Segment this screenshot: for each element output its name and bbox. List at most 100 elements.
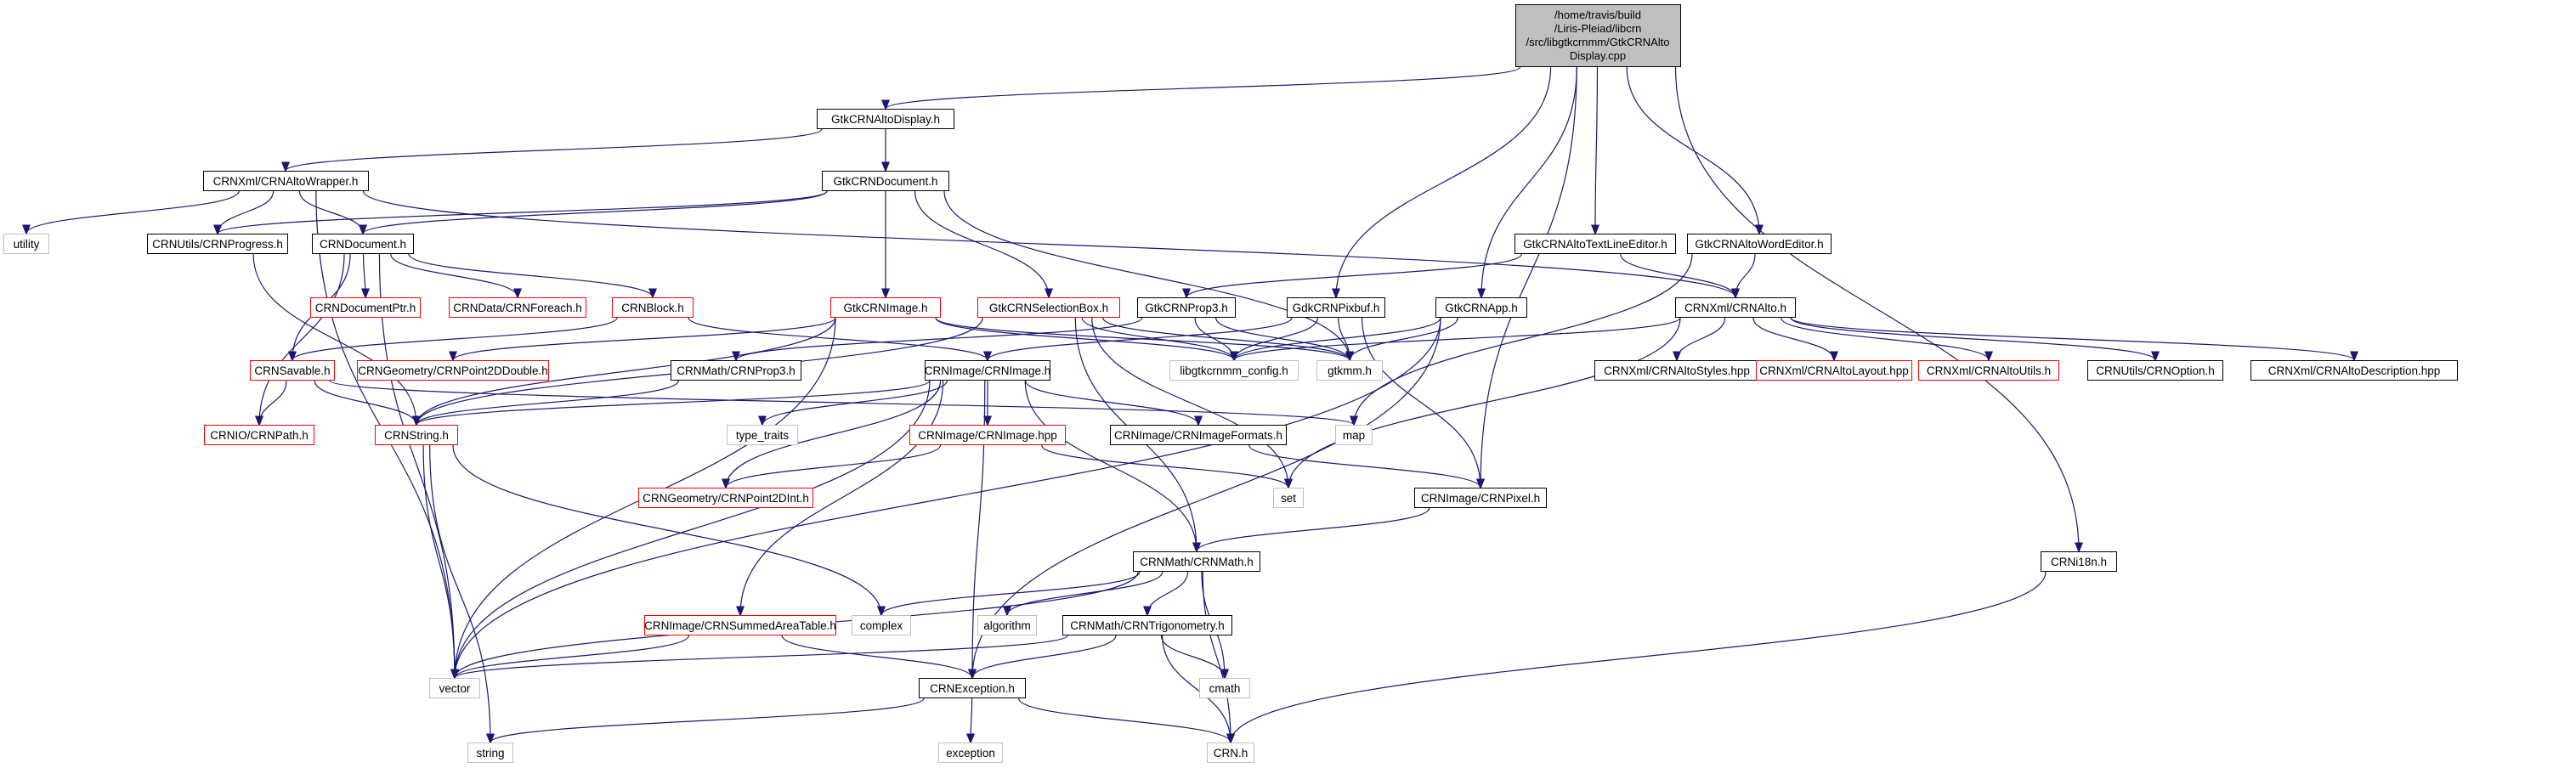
edge-crnexception-h-to-string — [490, 697, 925, 743]
edge-crnsavable-h-to-crnpath-h — [259, 380, 287, 425]
node-cmath: cmath — [1199, 678, 1250, 698]
edge-crnmathprop3-h-to-crnstring-h — [416, 380, 679, 425]
node-crnimageformats-h[interactable]: CRNImage/CRNImageFormats.h — [1110, 425, 1287, 445]
node-crnstring-h[interactable]: CRNString.h — [375, 425, 458, 445]
edge-crnprogress-h-to-crnstring-h — [252, 253, 416, 425]
edge-gtkcrnaltowordeditor-h-to-map — [1354, 253, 1693, 425]
edge-gtkcrnimage-h-to-crnstring-h — [416, 317, 836, 425]
node-complex: complex — [852, 615, 911, 635]
node-crni18n-h[interactable]: CRNi18n.h — [2041, 551, 2117, 572]
edge-crnalto-h-to-libgtkcrnmm-config-h — [1234, 317, 1681, 360]
node-gdkcrnpixbuf-h[interactable]: GdkCRNPixbuf.h — [1287, 297, 1385, 318]
node-crnaltodescription-hpp[interactable]: CRNXml/CRNAltoDescription.hpp — [2250, 360, 2458, 381]
node-crntrigonometry-h[interactable]: CRNMath/CRNTrigonometry.h — [1062, 615, 1232, 635]
node-root[interactable]: /home/travis/build /Liris-Pleiad/libcrn … — [1514, 4, 1681, 67]
edge-crntrigonometry-h-to-crnexception-h — [972, 635, 1117, 678]
edge-root-to-gtkcrnaltotextlineeditor-h — [1595, 66, 1597, 234]
node-crnpixel-h[interactable]: CRNImage/CRNPixel.h — [1414, 488, 1547, 508]
node-crnalto-h[interactable]: CRNXml/CRNAlto.h — [1675, 297, 1796, 318]
node-gtkcrnapp-h[interactable]: GtkCRNApp.h — [1435, 297, 1527, 318]
node-utility: utility — [3, 234, 49, 254]
edge-crndocument-h-to-crndocumentptr-h — [364, 253, 365, 297]
edge-gtkcrndocument-h-to-crnprogress-h — [218, 190, 828, 234]
edge-crnimageformats-h-to-crnpixel-h — [1248, 444, 1480, 488]
edge-crnsummedareatable-h-to-vector — [455, 635, 690, 678]
edge-crnimage-h-to-crnpoint2dint-h — [726, 380, 942, 488]
node-crnaltoutils-h[interactable]: CRNXml/CRNAltoUtils.h — [1918, 360, 2059, 381]
edge-gtkcrnapp-h-to-gtkmm-h — [1350, 317, 1458, 360]
node-type-traits: type_traits — [727, 425, 798, 445]
edge-crnblock-h-to-crnimage-h — [688, 317, 988, 360]
node-crnprogress-h[interactable]: CRNUtils/CRNProgress.h — [147, 234, 288, 254]
edge-gtkcrnprop3-h-to-crnmathprop3-h — [736, 317, 1143, 360]
edge-root-to-gtkcrnaltowordeditor-h — [1626, 66, 1759, 234]
node-crnmathprop3-h[interactable]: CRNMath/CRNProp3.h — [671, 360, 801, 381]
node-algorithm: algorithm — [977, 615, 1037, 635]
edge-gtkcrnimage-h-to-libgtkcrnmm-config-h — [935, 317, 1234, 360]
node-crndocument-h[interactable]: CRNDocument.h — [312, 234, 414, 254]
node-gtkcrnimage-h[interactable]: GtkCRNImage.h — [830, 297, 941, 318]
node-crnexception-h[interactable]: CRNException.h — [919, 678, 1026, 698]
edge-gtkcrnselectionbox-h-to-libgtkcrnmm-config-h — [1081, 317, 1234, 360]
node-gtkcrnaltowordeditor-h[interactable]: GtkCRNAltoWordEditor.h — [1687, 234, 1832, 254]
edge-crnstring-h-to-complex — [452, 444, 881, 615]
edge-gtkcrndocument-h-to-crndocument-h — [363, 190, 828, 234]
node-crnimage-hpp[interactable]: CRNImage/CRNImage.hpp — [909, 425, 1066, 445]
edge-gtkcrnaltotextlineeditor-h-to-gtkcrnprop3-h — [1186, 253, 1523, 297]
edge-gtkcrndocument-h-to-gtkmm-h — [943, 190, 1350, 360]
edge-crntrigonometry-h-to-cmath — [1160, 635, 1225, 678]
edge-crnpixel-h-to-crnmath-h — [1197, 507, 1430, 551]
edge-crnmath-h-to-crntrigonometry-h — [1147, 571, 1189, 615]
edge-gtkcrnaltodisplay-h-to-crnaltowrapper-h — [286, 128, 823, 171]
edge-crndocument-h-to-crnpath-h — [259, 253, 345, 425]
node-crnpoint2ddouble-h[interactable]: CRNGeometry/CRNPoint2DDouble.h — [357, 360, 549, 381]
node-crnforeach-h[interactable]: CRNData/CRNForeach.h — [449, 297, 586, 318]
edge-root-to-crni18n-h — [1674, 66, 2080, 551]
node-gtkcrnprop3-h[interactable]: GtkCRNProp3.h — [1137, 297, 1236, 318]
edge-root-to-crnpixel-h — [1480, 66, 1577, 488]
edge-crntrigonometry-h-to-vector — [455, 635, 1068, 678]
edge-crnimage-h-to-crnstring-h — [416, 380, 931, 425]
edge-gdkcrnpixbuf-h-to-libgtkcrnmm-config-h — [1234, 317, 1318, 360]
node-exception: exception — [938, 743, 1003, 763]
edge-crnalto-h-to-crnaltostyles-hpp — [1677, 317, 1726, 360]
node-crnpath-h[interactable]: CRNIO/CRNPath.h — [204, 425, 314, 445]
node-gtkcrndocument-h[interactable]: GtkCRNDocument.h — [822, 171, 949, 191]
node-crnaltolayout-hpp[interactable]: CRNXml/CRNAltoLayout.hpp — [1756, 360, 1912, 381]
edge-crntrigonometry-h-to-crn-h — [1162, 635, 1231, 743]
edge-crnalto-h-to-crnaltoutils-h — [1781, 317, 1989, 360]
edge-gtkcrnprop3-h-to-gtkmm-h — [1214, 317, 1350, 360]
node-set: set — [1273, 488, 1304, 508]
edge-crnimage-hpp-to-crnpoint2dint-h — [726, 444, 942, 488]
edge-gtkcrnselectionbox-h-to-gtkmm-h — [1102, 317, 1350, 360]
node-crnaltostyles-hpp[interactable]: CRNXml/CRNAltoStyles.hpp — [1594, 360, 1759, 381]
edge-crnsavable-h-to-crnstring-h — [314, 380, 416, 425]
edge-gtkcrnselectionbox-h-to-set — [1091, 317, 1288, 488]
edge-crnexception-h-to-exception — [971, 697, 972, 743]
edge-crnstring-h-to-string — [429, 444, 490, 743]
node-string: string — [467, 743, 513, 763]
edge-crnimage-h-to-crnimageformats-h — [1025, 380, 1198, 425]
edge-root-to-gtkcrnaltodisplay-h — [886, 66, 1521, 109]
node-crnoption-h[interactable]: CRNUtils/CRNOption.h — [2087, 360, 2223, 381]
edge-crnmath-h-to-algorithm — [1007, 571, 1163, 615]
node-crnsavable-h[interactable]: CRNSavable.h — [250, 360, 335, 381]
node-crnsummedareatable-h[interactable]: CRNImage/CRNSummedAreaTable.h — [644, 615, 836, 635]
node-crnpoint2dint-h[interactable]: CRNGeometry/CRNPoint2DInt.h — [638, 488, 813, 508]
node-gtkcrnselectionbox-h[interactable]: GtkCRNSelectionBox.h — [977, 297, 1120, 318]
edge-crnimage-h-to-vector — [455, 380, 931, 678]
edge-crnblock-h-to-crnsavable-h — [292, 317, 618, 360]
node-gtkcrnaltodisplay-h[interactable]: GtkCRNAltoDisplay.h — [817, 109, 954, 129]
node-crnaltowrapper-h[interactable]: CRNXml/CRNAltoWrapper.h — [202, 171, 369, 191]
edge-gtkcrnaltowordeditor-h-to-crnalto-h — [1735, 253, 1756, 297]
edge-crnaltowrapper-h-to-crndocument-h — [298, 190, 363, 234]
node-crnimage-h[interactable]: CRNImage/CRNImage.h — [925, 360, 1050, 381]
edge-gtkcrnapp-h-to-libgtkcrnmm-config-h — [1234, 317, 1441, 360]
node-crndocumentptr-h[interactable]: CRNDocumentPtr.h — [310, 297, 421, 318]
node-crnblock-h[interactable]: CRNBlock.h — [612, 297, 694, 318]
node-crnmath-h[interactable]: CRNMath/CRNMath.h — [1133, 551, 1260, 572]
node-map: map — [1335, 425, 1373, 445]
edge-gdkcrnpixbuf-h-to-crnimage-h — [988, 317, 1293, 360]
node-gtkcrnaltotextlineeditor-h[interactable]: GtkCRNAltoTextLineEditor.h — [1514, 234, 1676, 254]
